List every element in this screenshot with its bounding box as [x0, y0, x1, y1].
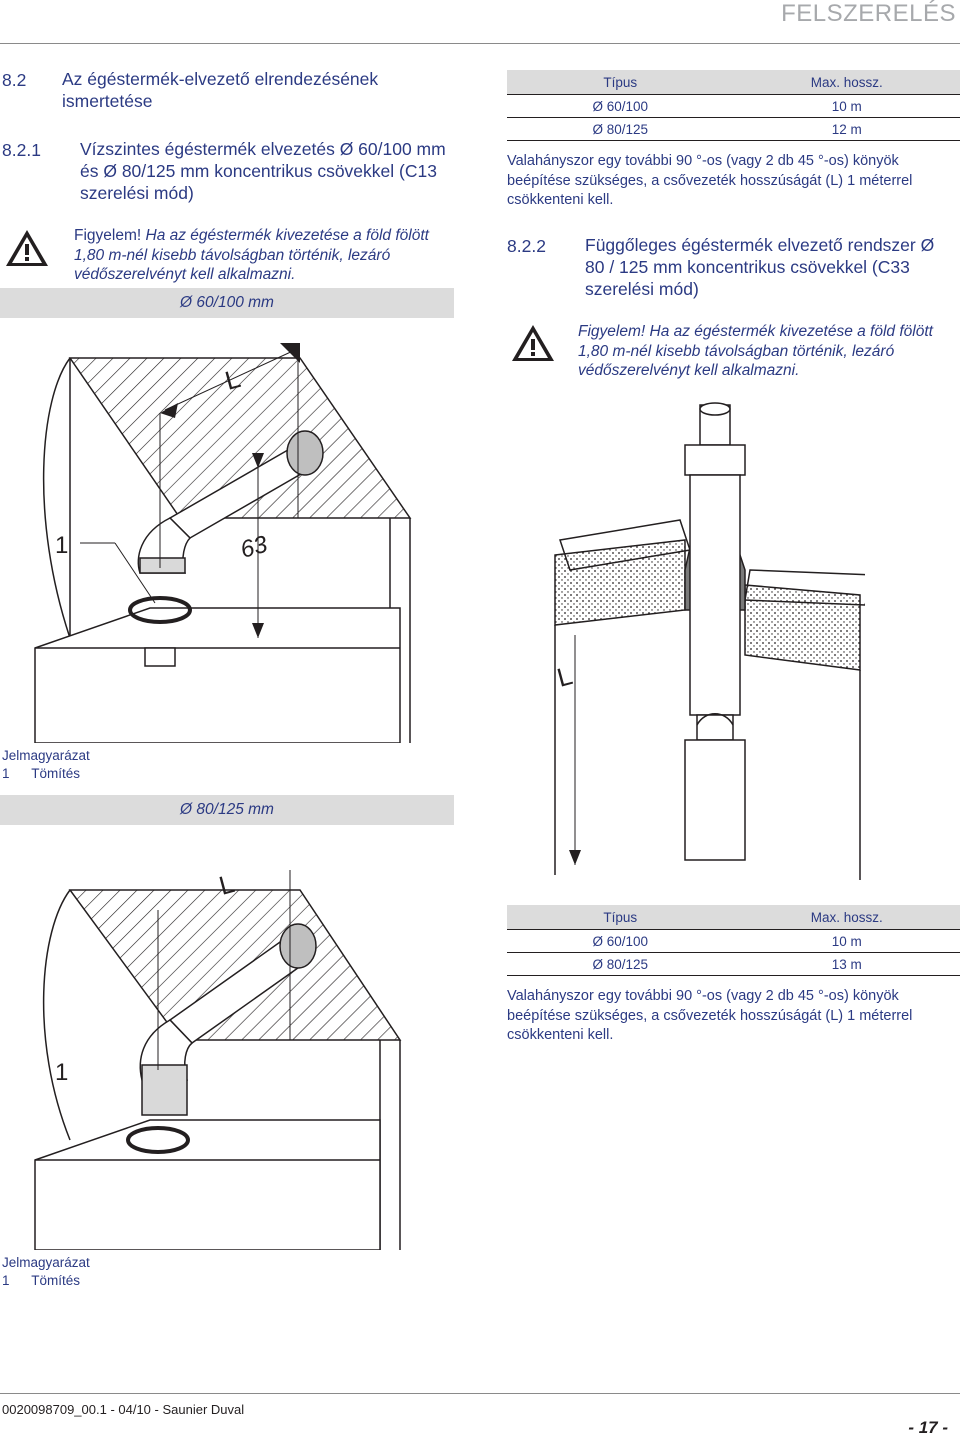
legend-1-item: 1 Tömítés [2, 765, 90, 783]
table-1-header-max: Max. hossz. [733, 70, 960, 95]
legend-2-item-label: Tömítés [31, 1273, 81, 1288]
warning-2-label: Figyelem! [578, 323, 646, 340]
section-8-2-title: Az égéstermék-elvezető elrendezésének is… [62, 69, 379, 111]
warning-triangle-icon [6, 230, 48, 266]
page-number: - 17 - [908, 1418, 948, 1437]
table-2-header-type: Típus [507, 905, 734, 930]
roof-section [554, 519, 865, 880]
max-length-table-2: Típus Max. hossz. Ø 60/100 10 m Ø 80/125… [507, 905, 960, 976]
table-2-header-max: Max. hossz. [733, 905, 960, 930]
figure-2-diagram: L 1 [34, 868, 402, 1250]
legend-1-item-num: 1 [2, 766, 10, 781]
gasket-ring [128, 596, 192, 624]
table-cell: 10 m [733, 94, 960, 118]
table-cell: Ø 80/125 [507, 952, 734, 976]
table-row: Ø 60/100 10 m [507, 929, 960, 953]
legend-1: Jelmagyarázat 1 Tömítés [2, 747, 90, 783]
section-header-word: FELSZERELÉS [781, 0, 956, 27]
vertical-flue-pipe [684, 402, 746, 861]
callout-1: 1 [55, 532, 68, 559]
figure-3-diagram: L [554, 402, 865, 880]
warning-1-text: Figyelem! Ha az égéstermék kivezetése a … [74, 226, 454, 285]
section-8-2-1-title: Vízszintes égéstermék elvezetés Ø 60/100… [80, 139, 446, 203]
table-cell: Ø 80/125 [507, 117, 734, 141]
warning-2-body: Ha az égéstermék kivezetése a föld fölöt… [578, 323, 933, 379]
section-8-2-2-title: Függőleges égéstermék elvezető rendszer … [585, 235, 935, 299]
flue-pipe [139, 923, 317, 1116]
figure-2-caption: Ø 80/125 mm [0, 795, 454, 825]
warning-1-label: Figyelem! [74, 227, 142, 244]
legend-2-title: Jelmagyarázat [2, 1255, 90, 1270]
dim-L-label: L [554, 660, 576, 693]
callout-1: 1 [55, 1059, 68, 1086]
legend-2: Jelmagyarázat 1 Tömítés [2, 1254, 90, 1290]
table-cell: Ø 60/100 [507, 929, 734, 953]
boiler-unit [34, 1119, 381, 1250]
table-row: Ø 60/100 10 m [507, 94, 960, 118]
section-8-2-2-number: 8.2.2 [507, 236, 546, 256]
wall-section [42, 889, 402, 1250]
table-cell: 12 m [733, 117, 960, 141]
figure-1-diagram: L 63 1 [34, 343, 412, 743]
boiler-unit [34, 607, 401, 743]
warning-2-text: Figyelem! Ha az égéstermék kivezetése a … [578, 322, 958, 381]
dimension-L [157, 870, 291, 1070]
dim-63-label: 63 [238, 531, 271, 564]
max-length-table-1: Típus Max. hossz. Ø 60/100 10 m Ø 80/125… [507, 70, 960, 141]
footer-rule [0, 1393, 960, 1394]
legend-2-item-num: 1 [2, 1273, 10, 1288]
note-2: Valahányszor egy további 90 °-os (vagy 2… [507, 988, 913, 1043]
section-8-2-number: 8.2 [2, 70, 27, 90]
table-row: Ø 80/125 13 m [507, 952, 960, 976]
table-cell: 10 m [733, 929, 960, 953]
dimension-63 [252, 453, 264, 638]
dimension-L [569, 635, 581, 865]
footer-doc-code: 0020098709_00.1 - 04/10 - Saunier Duval [2, 1402, 245, 1417]
legend-1-title: Jelmagyarázat [2, 748, 90, 763]
table-1-header-type: Típus [507, 70, 734, 95]
flue-pipe [137, 430, 324, 574]
note-1: Valahányszor egy további 90 °-os (vagy 2… [507, 153, 913, 208]
warning-triangle-icon [512, 325, 554, 361]
gasket-ring [126, 1126, 190, 1154]
warning-1-body: Ha az égéstermék kivezetése a föld fölöt… [74, 227, 429, 283]
legend-2-item: 1 Tömítés [2, 1272, 90, 1290]
table-cell: 13 m [733, 952, 960, 976]
figure-1-caption: Ø 60/100 mm [0, 288, 454, 318]
section-8-2-1-number: 8.2.1 [2, 140, 41, 160]
table-row: Ø 80/125 12 m [507, 117, 960, 141]
table-cell: Ø 60/100 [507, 94, 734, 118]
legend-1-item-label: Tömítés [31, 766, 81, 781]
header-rule [0, 43, 960, 44]
dimension-L [159, 343, 300, 568]
